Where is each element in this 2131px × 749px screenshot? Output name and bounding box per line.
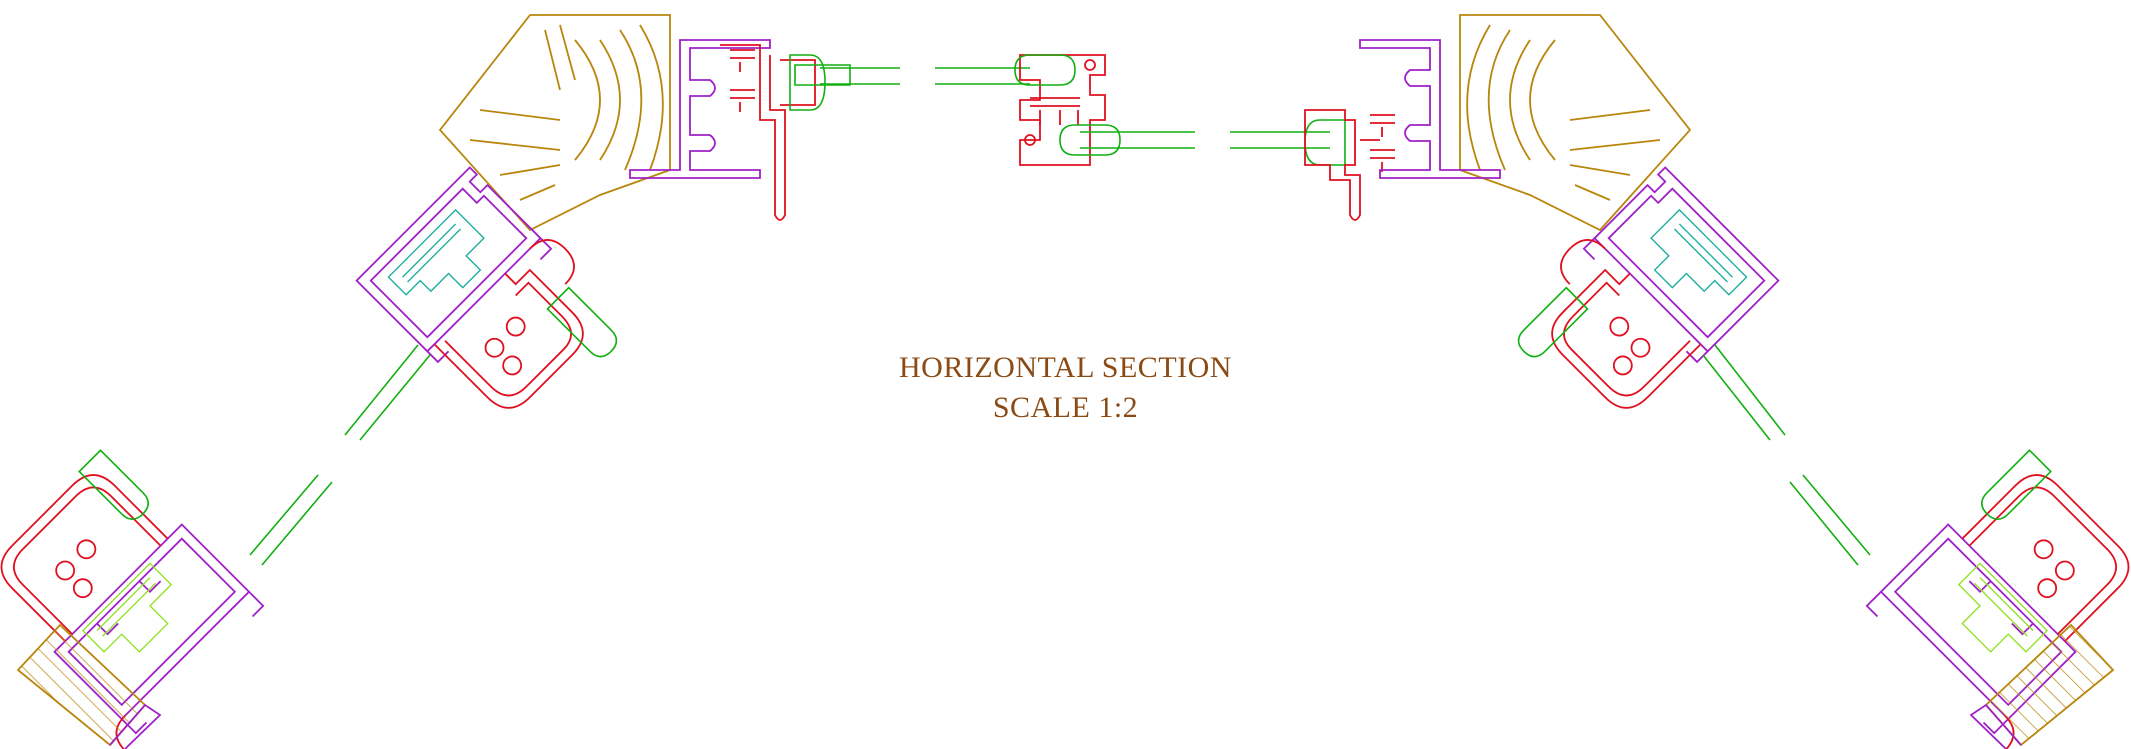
- inner-aluminium-profile-center: [1020, 55, 1105, 165]
- glass-pane-lower-left: [250, 475, 332, 565]
- frame-cluster-upper-left: [357, 160, 640, 443]
- glass-pane-top-center-left: [935, 68, 1030, 84]
- outer-aluminium-profile-top-left: [630, 40, 770, 178]
- inner-aluminium-profile-top-right: [1305, 110, 1395, 220]
- glass-pane-upper-left: [345, 345, 430, 440]
- glass-pane-top-left: [820, 68, 900, 84]
- glazing-gasket-top-left: [790, 55, 850, 110]
- frame-cluster-upper-right: [1496, 160, 1779, 443]
- drawing-title: HORIZONTAL SECTION: [899, 351, 1232, 384]
- glazing-gasket-top-right: [1305, 120, 1345, 165]
- glass-pane-upper-right: [1703, 345, 1785, 440]
- glass-pane-top-center-right: [1080, 132, 1330, 148]
- drawing-scale: SCALE 1:2: [992, 391, 1139, 424]
- timber-post-top-left: [440, 15, 670, 230]
- outer-aluminium-profile-top-right: [1360, 40, 1500, 178]
- timber-post-top-right: [1460, 15, 1690, 230]
- purple-return-lower-right: [1971, 705, 2021, 749]
- glass-pane-lower-right: [1790, 475, 1870, 565]
- purple-return-lower-left: [110, 705, 160, 749]
- inner-aluminium-profile-top-left: [720, 45, 815, 220]
- glazing-gasket-center: [1015, 55, 1120, 155]
